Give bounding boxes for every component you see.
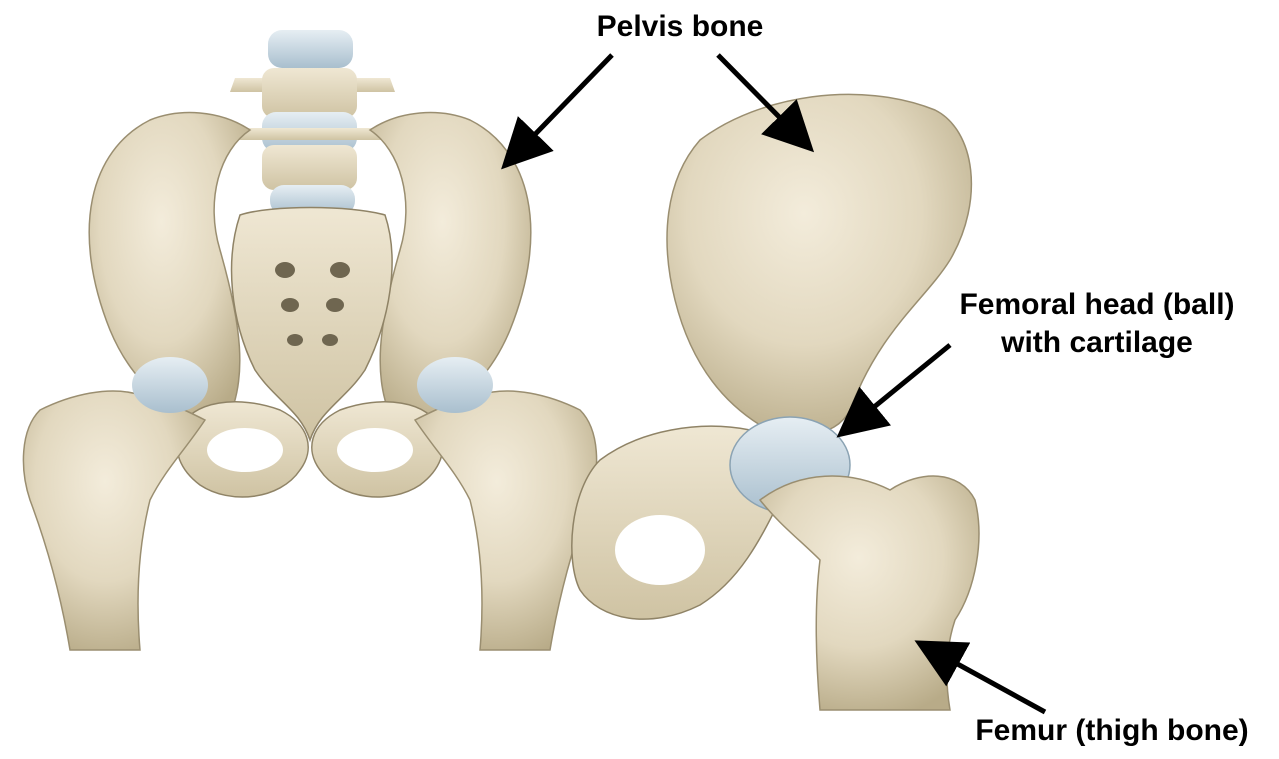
left-femur-front — [23, 391, 205, 650]
arrow-pelvis-left — [515, 55, 612, 155]
femoral-head-label: Femoral head (ball) with cartilage — [915, 286, 1279, 362]
side-femur — [760, 476, 979, 710]
right-femur-front — [415, 391, 597, 650]
front-pelvis-view — [23, 30, 596, 650]
lumbar-spine — [218, 30, 410, 215]
femoral-head-label-line2: with cartilage — [915, 324, 1279, 362]
femoral-head-label-line1: Femoral head (ball) — [915, 286, 1279, 324]
side-ilium — [667, 94, 971, 434]
femur-label: Femur (thigh bone) — [950, 712, 1274, 750]
pelvis-bone-label: Pelvis bone — [560, 8, 800, 46]
side-hip-view — [572, 94, 979, 710]
